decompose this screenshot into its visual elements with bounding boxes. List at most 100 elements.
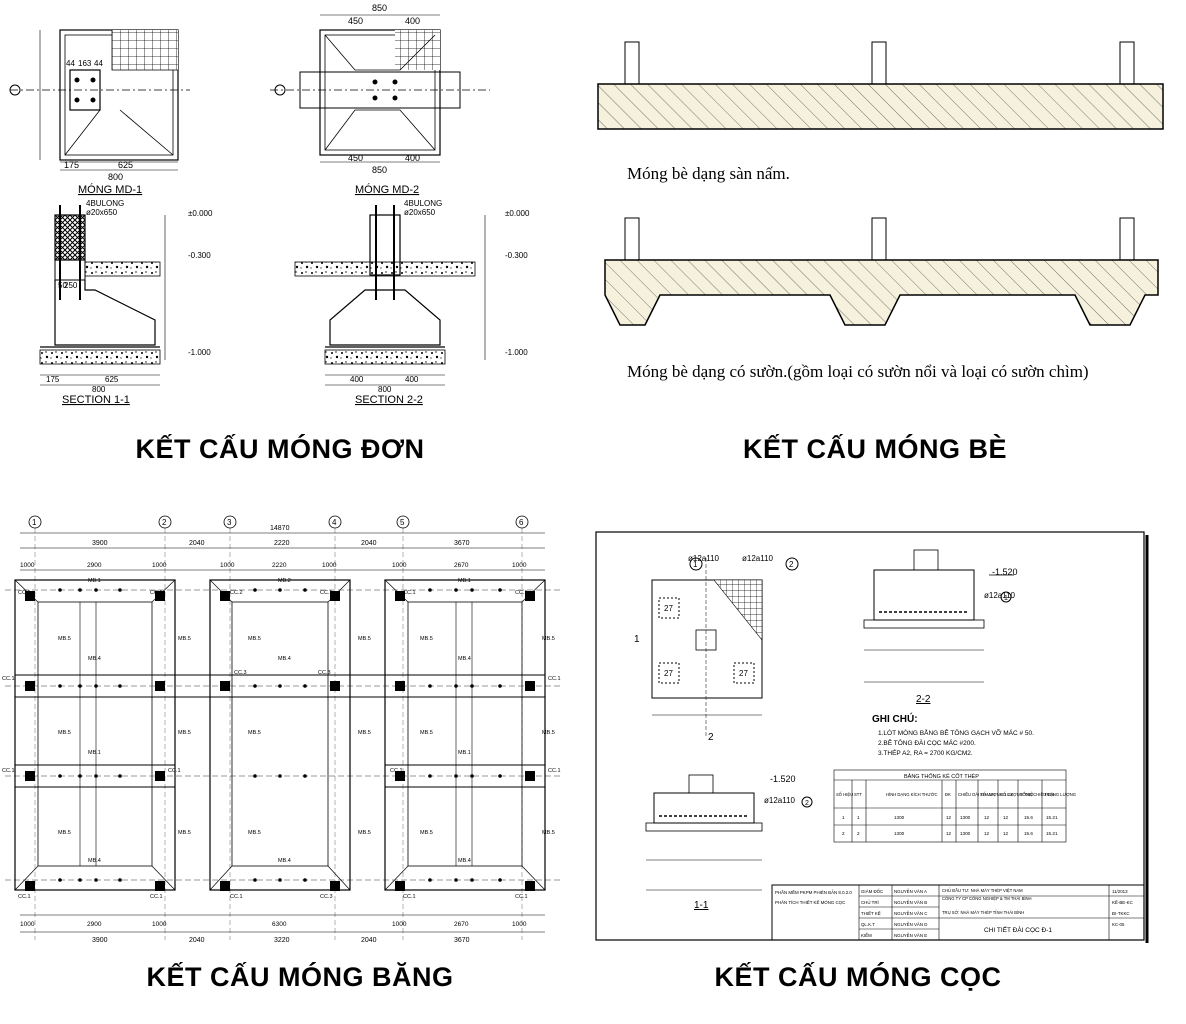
table-cell: 12 xyxy=(984,831,990,836)
dim-inner-bottom: 6300 xyxy=(272,921,287,928)
beam-label: MB.5 xyxy=(358,636,371,642)
beam-node xyxy=(470,588,474,592)
beam-node xyxy=(118,878,122,882)
dim-inner-top: 2900 xyxy=(87,562,102,569)
table-cell: 1 xyxy=(842,815,845,820)
tb-name: NGUYỄN VĂN D xyxy=(894,922,927,927)
plan-md1 xyxy=(9,29,190,171)
beam-node xyxy=(454,684,458,688)
column-pad xyxy=(155,881,165,891)
beam-node xyxy=(303,588,307,592)
title-mong-don: KẾT CẤU MÓNG ĐƠN xyxy=(135,434,425,464)
beam-label: CC.1 xyxy=(150,894,163,900)
level-1-2: -1.000 xyxy=(505,348,528,357)
beam-node xyxy=(94,774,98,778)
mark-1-22: 1 xyxy=(1004,595,1008,602)
level-0-2: ±0.000 xyxy=(505,209,530,218)
beam-node xyxy=(78,774,82,778)
axis-label-2: 2 xyxy=(162,518,167,527)
mong-don-drawing: 175 625 800 44 163 44 MÓNG MD-1 850 450 … xyxy=(9,3,530,406)
axis-label-3: 3 xyxy=(227,518,232,527)
column-pad xyxy=(220,591,230,601)
beam-label: CC.1 xyxy=(403,894,416,900)
beam-label: MB.4 xyxy=(88,656,101,662)
tb-name: NGUYỄN VĂN A xyxy=(894,889,927,894)
title-mong-bang: KẾT CẤU MÓNG BĂNG xyxy=(146,962,454,992)
plan1-caption: MÓNG MD-1 xyxy=(78,183,142,196)
column-pad xyxy=(25,591,35,601)
column-pad xyxy=(155,681,165,691)
dim-total: 14870 xyxy=(270,525,290,532)
table-cell: 1300 xyxy=(960,815,971,820)
mong-be-panel xyxy=(580,0,1180,420)
sec-mark-2-bottom: 2 xyxy=(708,732,714,743)
mong-don-panel: 175 625 800 44 163 44 MÓNG MD-1 850 450 … xyxy=(0,0,560,420)
table-header: SỐ LƯỢNG T.BỘ xyxy=(1000,792,1034,797)
dim-top-span: 2040 xyxy=(189,540,205,547)
beam-node xyxy=(118,588,122,592)
table-cell: 2 xyxy=(857,831,860,836)
beam-label: CC.3 xyxy=(320,894,333,900)
tb-address: TRỤ SỞ: NHÀ MÁY THÉP TỈNH THÁI BÌNH xyxy=(942,910,1024,915)
beam-node xyxy=(58,684,62,688)
plan2-dim-450b: 450 xyxy=(348,153,363,163)
dim-top-span: 2040 xyxy=(361,540,377,547)
beam-label: CC.2 xyxy=(230,590,243,596)
rebar-label-2: ø12a110 xyxy=(742,554,774,563)
beam-label: MB.5 xyxy=(542,730,555,736)
beam-label: MB.5 xyxy=(248,730,261,736)
level-1-1: -1.000 xyxy=(188,348,211,357)
beam-node xyxy=(454,588,458,592)
beam-label: CC.1 xyxy=(390,768,403,774)
plan2-dim-top: 850 xyxy=(372,3,387,13)
beam-label: MB.1 xyxy=(458,578,471,584)
note-1: 1.LÓT MÓNG BẰNG BÊ TÔNG GẠCH VỠ MÁC # 50… xyxy=(878,728,1034,737)
plan1-dim-800: 800 xyxy=(108,172,123,182)
beam-label: MB.4 xyxy=(88,858,101,864)
dim-bottom-span: 3900 xyxy=(92,937,108,944)
axis-label-6: 6 xyxy=(519,518,524,527)
beam-node xyxy=(303,878,307,882)
beam-label: MB.1 xyxy=(458,750,471,756)
plan1-dim-163: 163 xyxy=(78,59,92,68)
beam-node xyxy=(78,588,82,592)
table-cell: 12 xyxy=(946,831,952,836)
table-header: STT xyxy=(854,792,862,797)
table-cell: 15.6 xyxy=(1024,831,1033,836)
table-cell: 15.21 xyxy=(1046,815,1058,820)
beam-label: CC.1 xyxy=(320,590,333,596)
plan-md2 xyxy=(270,14,490,163)
beam-node xyxy=(253,684,257,688)
dim-inner-bottom: 2900 xyxy=(87,921,102,928)
dim-inner-bottom: 1000 xyxy=(392,921,407,928)
beam-label: MB.5 xyxy=(58,636,71,642)
beam-node xyxy=(470,774,474,778)
dim-top-span: 3670 xyxy=(454,540,470,547)
beam-label: CC.1 xyxy=(2,768,15,774)
rebar-label-11: ø12a110 xyxy=(764,796,796,805)
dim-bottom-span: 2040 xyxy=(361,937,377,944)
column-pad xyxy=(395,881,405,891)
beam-label: CC.3 xyxy=(318,670,331,676)
dim-inner-top: 1000 xyxy=(220,562,235,569)
axis-label-4: 4 xyxy=(332,518,337,527)
bolt-spec-2: ø20x650 xyxy=(404,208,436,217)
table-header: SỐ LƯỢNG 1 CK xyxy=(980,792,1014,797)
beam-node xyxy=(118,774,122,778)
beam-node xyxy=(498,774,502,778)
table-cell: 15.21 xyxy=(1046,831,1058,836)
title-block xyxy=(771,884,1145,941)
mong-be-flat-slab xyxy=(597,41,1164,130)
table-cell: 1 xyxy=(857,815,860,820)
beam-node xyxy=(78,878,82,882)
beam-label: MB.5 xyxy=(248,830,261,836)
beam-node xyxy=(498,684,502,688)
sec1-dim-250: 250 xyxy=(64,281,78,290)
beam-node xyxy=(428,774,432,778)
dim-inner-top: 1000 xyxy=(392,562,407,569)
plan2-dim-400b: 400 xyxy=(405,153,420,163)
dim-inner-bottom: 1000 xyxy=(152,921,167,928)
beam-label: CC.1 xyxy=(548,676,561,682)
plan1-dim-175: 175 xyxy=(64,160,79,170)
tb-name: NGUYỄN VĂN B xyxy=(894,900,927,905)
